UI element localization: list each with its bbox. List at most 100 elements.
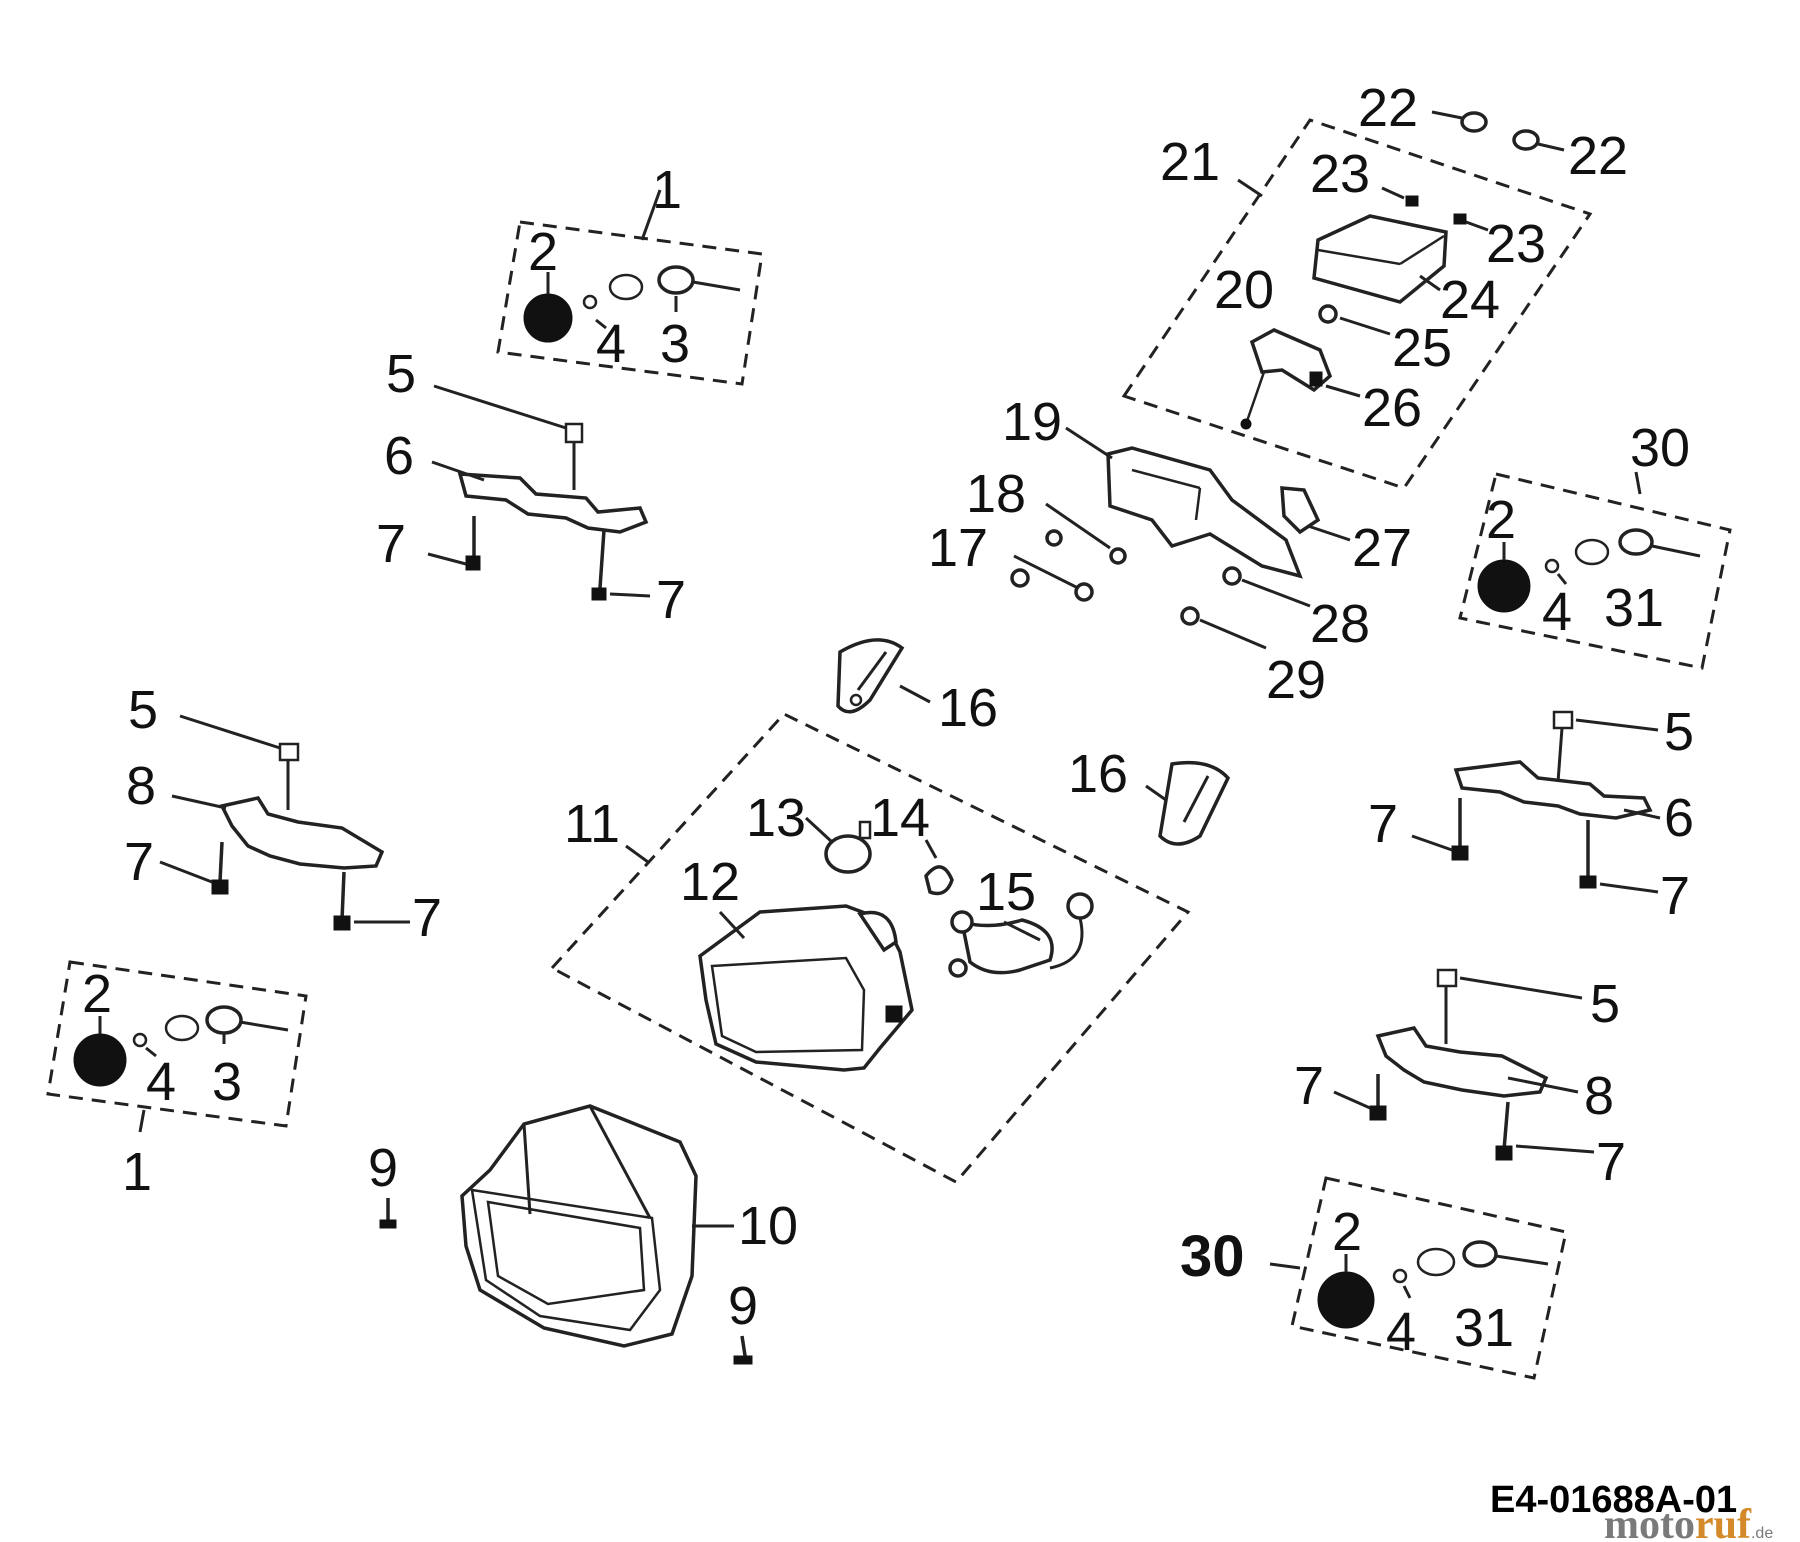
label-7-lower-right-a: 7 [1294, 1056, 1324, 1116]
plate-holder-group-21: 22 22 21 23 23 24 25 20 26 [1121, 78, 1628, 490]
label-16-upper: 16 [938, 678, 998, 738]
washer [608, 273, 644, 301]
label-7-upper-left-b: 7 [656, 570, 686, 630]
bracket-6 [1453, 760, 1653, 820]
label-18: 18 [966, 464, 1026, 524]
label-23-lower: 23 [1486, 214, 1546, 274]
screw-7c [211, 879, 229, 895]
screw-5 [278, 742, 300, 762]
bracket-8-lower-right-group: 5 8 7 7 [1294, 968, 1626, 1192]
label-30-upper: 30 [1630, 418, 1690, 478]
bolt-17b [1074, 582, 1094, 602]
label-22-left: 22 [1358, 78, 1418, 138]
spacer-16-group: 16 16 [836, 638, 1231, 846]
label-7-lower-left-b: 7 [412, 888, 442, 948]
washer-29 [1180, 606, 1200, 626]
reflector-group-30-upper: 30 2 4 31 [1458, 418, 1732, 670]
headlight-assembly-11: 11 12 13 14 15 [549, 712, 1191, 1184]
label-4-upper-right: 4 [1542, 582, 1572, 642]
label-6-right: 6 [1664, 788, 1694, 848]
rivet-4 [1544, 558, 1560, 574]
headlight-socket [857, 910, 898, 953]
group-1-bottom-dashed-outline [46, 960, 308, 1128]
group-30-upper-dashed-outline [1458, 472, 1732, 670]
headlight-adjuster [885, 1005, 903, 1023]
label-25: 25 [1392, 318, 1452, 378]
screw-7g [1369, 1105, 1387, 1121]
reflector-lens-2 [1477, 559, 1531, 613]
label-1-top: 1 [652, 160, 682, 220]
reflector-lens-2 [73, 1033, 127, 1087]
label-1-bottom: 1 [122, 1142, 152, 1202]
surround-opening [486, 1200, 646, 1306]
nut-3 [205, 1005, 243, 1035]
screw-7a [465, 555, 481, 571]
nut-22a [1460, 111, 1488, 133]
bracket-6-upper-left-group: 5 6 7 7 [376, 344, 686, 630]
label-31-upper: 31 [1604, 578, 1664, 638]
washer [1416, 1247, 1456, 1277]
label-4-bottom-left: 4 [146, 1052, 176, 1112]
watermark-logo: motoruf.de [1604, 1502, 1773, 1542]
label-5-lower-left: 5 [128, 680, 158, 740]
assembly-11-dashed-outline [549, 712, 1191, 1184]
label-4-top: 4 [596, 314, 626, 374]
label-3-top: 3 [660, 314, 690, 374]
label-27: 27 [1352, 518, 1412, 578]
rivet-4 [132, 1032, 148, 1048]
label-9-right: 9 [728, 1276, 758, 1336]
label-8-lower-left: 8 [126, 756, 156, 816]
screw-5 [1552, 710, 1574, 730]
screw-7d [333, 915, 351, 931]
label-17: 17 [928, 518, 988, 578]
label-5-lower-right: 5 [1590, 974, 1620, 1034]
reflector-lens-2 [1317, 1271, 1375, 1329]
bracket-6 [457, 472, 649, 534]
nut-31 [1462, 1240, 1498, 1268]
label-7-lower-right-b: 7 [1596, 1132, 1626, 1192]
label-5-upper-left: 5 [386, 344, 416, 404]
mounting-bracket-19 [1106, 446, 1303, 579]
label-7-right-b: 7 [1660, 866, 1690, 926]
label-29: 29 [1266, 650, 1326, 710]
nut-31 [1618, 528, 1654, 556]
nut-18b [1109, 547, 1127, 565]
reflector-lens-2 [523, 293, 573, 343]
label-9-left: 9 [368, 1138, 398, 1198]
plate-lamp-24 [1312, 214, 1448, 304]
screw-7h [1495, 1145, 1513, 1161]
fastener-26 [1309, 371, 1323, 387]
label-10: 10 [738, 1196, 798, 1256]
label-23-upper: 23 [1310, 144, 1370, 204]
screw-7f [1579, 875, 1597, 889]
label-21: 21 [1160, 132, 1220, 192]
rivet-4 [1392, 1268, 1408, 1284]
bulb-base [858, 820, 872, 840]
label-22-right: 22 [1568, 126, 1628, 186]
reflector-group-1-bottom: 2 4 3 1 [46, 960, 308, 1202]
label-2-top: 2 [528, 222, 558, 282]
label-2-bottom-left: 2 [82, 964, 112, 1024]
label-15: 15 [976, 862, 1036, 922]
screw-7e [1451, 845, 1469, 861]
screw-23a [1405, 195, 1419, 207]
nut-3 [657, 265, 695, 295]
label-16-lower: 16 [1068, 744, 1128, 804]
rivet-4 [582, 294, 598, 310]
label-5-right: 5 [1664, 702, 1694, 762]
label-6-upper-left: 6 [384, 426, 414, 486]
label-3-bottom-left: 3 [212, 1052, 242, 1112]
headlight-surround-10-group: 10 9 9 [368, 1104, 798, 1365]
screw-9b [733, 1355, 753, 1365]
group-1-top-dashed-outline [496, 220, 764, 386]
bracket-8-lower-left-group: 5 8 7 7 [124, 680, 442, 948]
bracket-8 [1375, 1026, 1549, 1098]
label-7-lower-left-a: 7 [124, 832, 154, 892]
wire-harness-15 [959, 918, 1054, 975]
reflector-group-1-top: 1 2 4 3 [496, 160, 764, 386]
washer [164, 1014, 200, 1042]
label-11: 11 [564, 794, 620, 854]
label-31-lower: 31 [1454, 1298, 1514, 1358]
label-13: 13 [746, 788, 806, 848]
nut-18a [1045, 529, 1063, 547]
